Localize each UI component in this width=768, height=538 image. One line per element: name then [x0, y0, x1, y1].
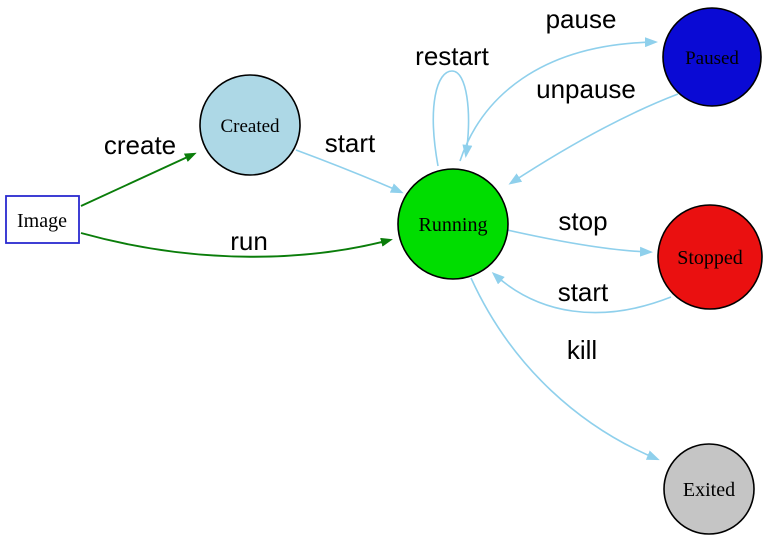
node-stopped-label: Stopped	[677, 247, 743, 269]
edge-start-created-label: start	[325, 128, 376, 158]
node-paused-label: Paused	[685, 48, 739, 69]
edge-pause	[459, 37, 658, 162]
edge-create-label: create	[104, 130, 176, 160]
edge-stop	[506, 229, 653, 257]
edge-create	[80, 152, 197, 207]
edge-kill-label: kill	[567, 335, 597, 365]
edge-start-stopped-label: start	[558, 277, 609, 307]
node-exited	[663, 443, 755, 535]
node-created	[199, 74, 301, 176]
edge-run-label: run	[230, 226, 268, 256]
node-exited-label: Exited	[683, 479, 735, 501]
node-paused	[662, 7, 762, 107]
node-stopped	[657, 204, 763, 310]
node-created-label: Created	[220, 116, 280, 137]
node-running-label: Running	[419, 214, 488, 236]
node-running	[397, 168, 509, 280]
edge-unpause	[508, 93, 679, 185]
node-image-label: Image	[17, 210, 67, 232]
edge-start-created-running	[295, 149, 404, 194]
edge-run	[80, 232, 393, 258]
edge-restart-self-loop	[432, 70, 473, 167]
edge-kill	[470, 277, 660, 461]
edge-unpause-label: unpause	[536, 74, 636, 104]
edge-pause-label: pause	[546, 4, 617, 34]
edge-start-stopped-running	[491, 271, 672, 314]
node-image	[5, 195, 80, 244]
edge-restart-label: restart	[415, 41, 489, 71]
edge-stop-label: stop	[558, 206, 607, 236]
